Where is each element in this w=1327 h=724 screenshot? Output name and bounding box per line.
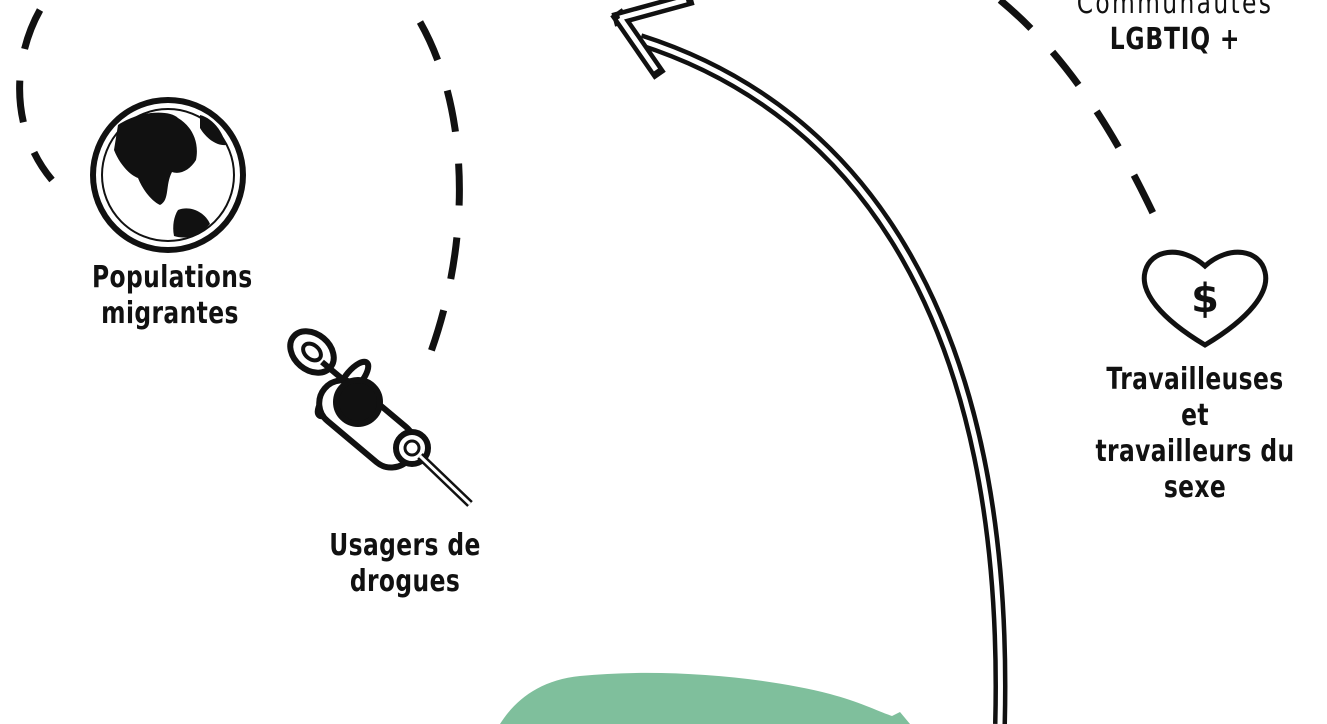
- green-shape: [500, 673, 910, 724]
- label-drugs-line-2: drogues: [319, 564, 491, 600]
- label-migrants-line-1: Populations: [92, 260, 248, 296]
- dashed-arc-middle: [420, 22, 459, 380]
- label-lgbtiq-line-1: Communautés: [1062, 0, 1288, 22]
- label-lgbtiq-line-2: LGBTIQ +: [1062, 22, 1288, 58]
- globe-icon: [93, 100, 243, 250]
- label-migrants-line-2: migrantes: [92, 296, 248, 332]
- heart-dollar-icon: $: [1144, 252, 1266, 345]
- dashed-arc-left: [20, 10, 52, 180]
- label-sexwork-line-2: travailleurs du: [1094, 434, 1297, 470]
- label-drugs: Usagers de drogues: [319, 528, 491, 600]
- label-lgbtiq: Communautés LGBTIQ +: [1062, 0, 1288, 58]
- heart-dollar-symbol: $: [1191, 276, 1219, 322]
- arrow-icon: [620, 0, 1000, 724]
- label-sexwork: Travailleuses et travailleurs du sexe: [1094, 362, 1297, 506]
- label-migrants: Populations migrantes: [92, 260, 248, 332]
- label-drugs-line-1: Usagers de: [319, 528, 491, 564]
- label-sexwork-line-1: Travailleuses et: [1094, 362, 1297, 434]
- syringe-icon: [282, 323, 470, 504]
- label-sexwork-line-3: sexe: [1094, 470, 1297, 506]
